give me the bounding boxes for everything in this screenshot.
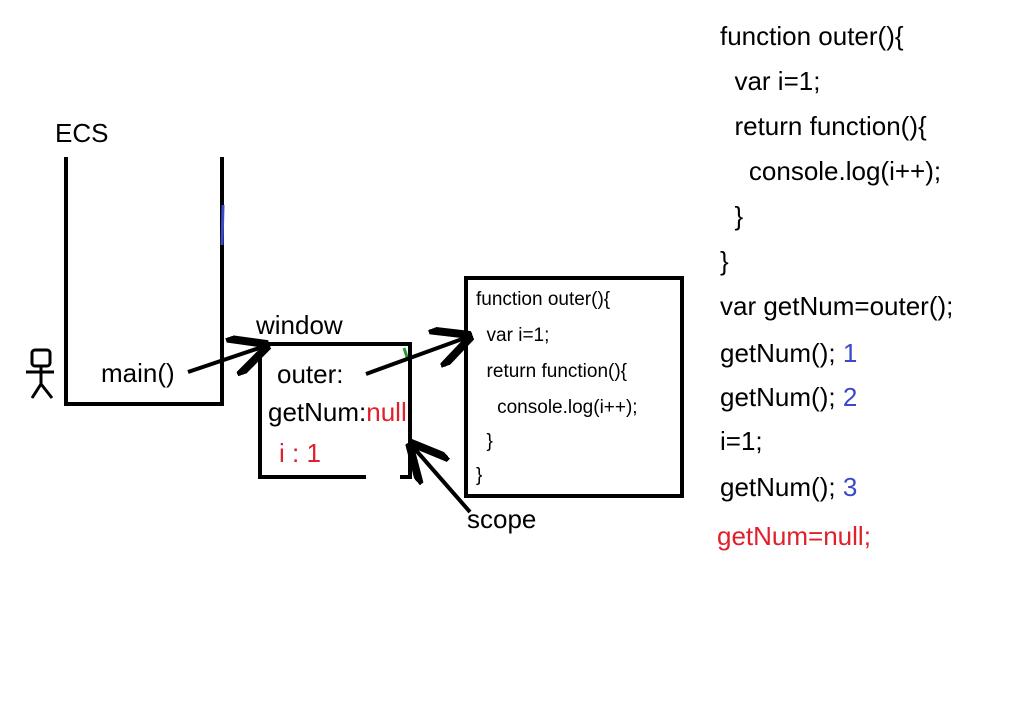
function-box-line: return function(){ [476, 361, 628, 382]
code-line: console.log(i++); [720, 156, 942, 186]
stick-figure-icon [26, 348, 54, 399]
code-line: var getNum=outer(); [720, 291, 954, 321]
code-line: } [720, 201, 744, 231]
code-line: function outer(){ [720, 21, 904, 51]
main-frame-label: main() [101, 358, 175, 388]
outer-property: outer: [277, 359, 344, 389]
i-property: i : 1 [279, 438, 321, 468]
scope-arrow [414, 448, 472, 514]
ecs-stack-outline [64, 157, 224, 406]
function-box-line: } [476, 431, 493, 452]
call-result: 2 [842, 382, 858, 412]
call-text: getNum(); [720, 382, 836, 412]
call-line: i=1; [720, 428, 763, 454]
code-line: return function(){ [720, 111, 927, 141]
window-label: window [256, 310, 343, 340]
function-box-line: var i=1; [476, 325, 550, 346]
getnum-property: getNum:null [268, 399, 407, 425]
getnum-key: getNum: [268, 397, 367, 427]
call-result: 3 [842, 472, 858, 502]
call-text: getNum(); [720, 472, 836, 502]
main-to-window-arrow [187, 347, 262, 372]
ecs-label: ECS [55, 118, 109, 148]
function-box-line: function outer(){ [476, 289, 611, 310]
code-line: } [720, 246, 729, 276]
final-line: getNum=null; [717, 521, 871, 551]
call-line: getNum(); 1 [720, 340, 857, 366]
function-box-line: } [476, 465, 483, 486]
function-box-line: console.log(i++); [476, 397, 638, 418]
function-box-outline [464, 276, 684, 498]
ecs-blue-mark [220, 204, 225, 246]
call-line: getNum(); 3 [720, 474, 857, 500]
scope-label: scope [467, 504, 537, 534]
call-text: i=1; [720, 426, 763, 456]
call-line: getNum(); 2 [720, 384, 857, 410]
getnum-value: null [366, 397, 407, 427]
outer-to-function-arrow [365, 338, 465, 376]
code-line: var i=1; [720, 66, 821, 96]
call-result: 1 [842, 338, 858, 368]
call-text: getNum(); [720, 338, 836, 368]
